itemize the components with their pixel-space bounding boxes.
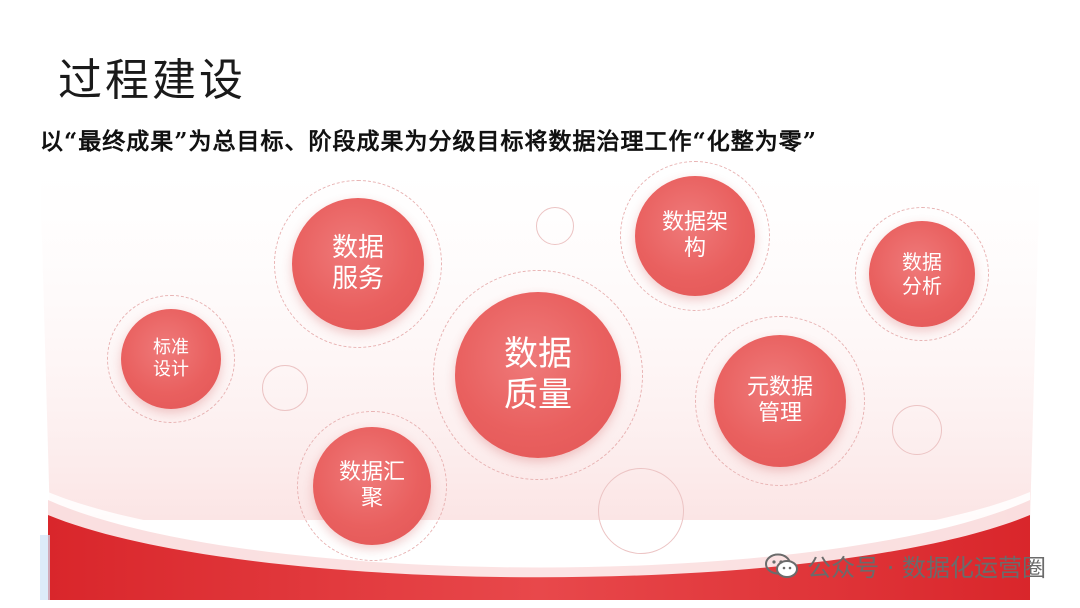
bubble-label: 元数据 管理 [746, 374, 813, 426]
bubble-label: 数据架 构 [661, 209, 728, 261]
bubble-label: 数据 服务 [331, 232, 384, 294]
page-subtitle: 以“最终成果”为总目标、阶段成果为分级目标将数据治理工作“化整为零” [40, 128, 817, 155]
wechat-icon [765, 553, 799, 579]
ring-service [274, 180, 442, 348]
decor-ring [262, 365, 308, 411]
bubble-data-architecture: 数据架 构 [635, 176, 755, 296]
ring-architecture [620, 161, 770, 311]
decor-ring [892, 405, 942, 455]
bubble-label: 数据 质量 [504, 334, 572, 415]
watermark-text: 公众号 · 数据化运营圈 [807, 554, 1046, 582]
ring-aggregation [297, 411, 447, 561]
ring-quality [433, 270, 643, 480]
ring-metadata [695, 316, 865, 486]
bubble-label: 数据汇 聚 [338, 459, 405, 511]
decor-ring [598, 468, 684, 554]
bubble-label: 标准 设计 [153, 337, 189, 380]
bubble-label: 数据 分析 [902, 250, 942, 298]
bubble-data-aggregation: 数据汇 聚 [313, 427, 431, 545]
bubble-data-quality: 数据 质量 [455, 292, 621, 458]
bubble-metadata-management: 元数据 管理 [714, 335, 846, 467]
ring-analysis [855, 207, 989, 341]
bubble-data-service: 数据 服务 [292, 198, 424, 330]
watermark: 公众号 · 数据化运营圈 [765, 548, 1046, 583]
bubble-standard-design: 标准 设计 [121, 309, 221, 409]
decor-ring [536, 207, 574, 245]
bubble-data-analysis: 数据 分析 [869, 221, 975, 327]
ring-standard [107, 295, 235, 423]
page-title: 过程建设 [58, 55, 246, 106]
